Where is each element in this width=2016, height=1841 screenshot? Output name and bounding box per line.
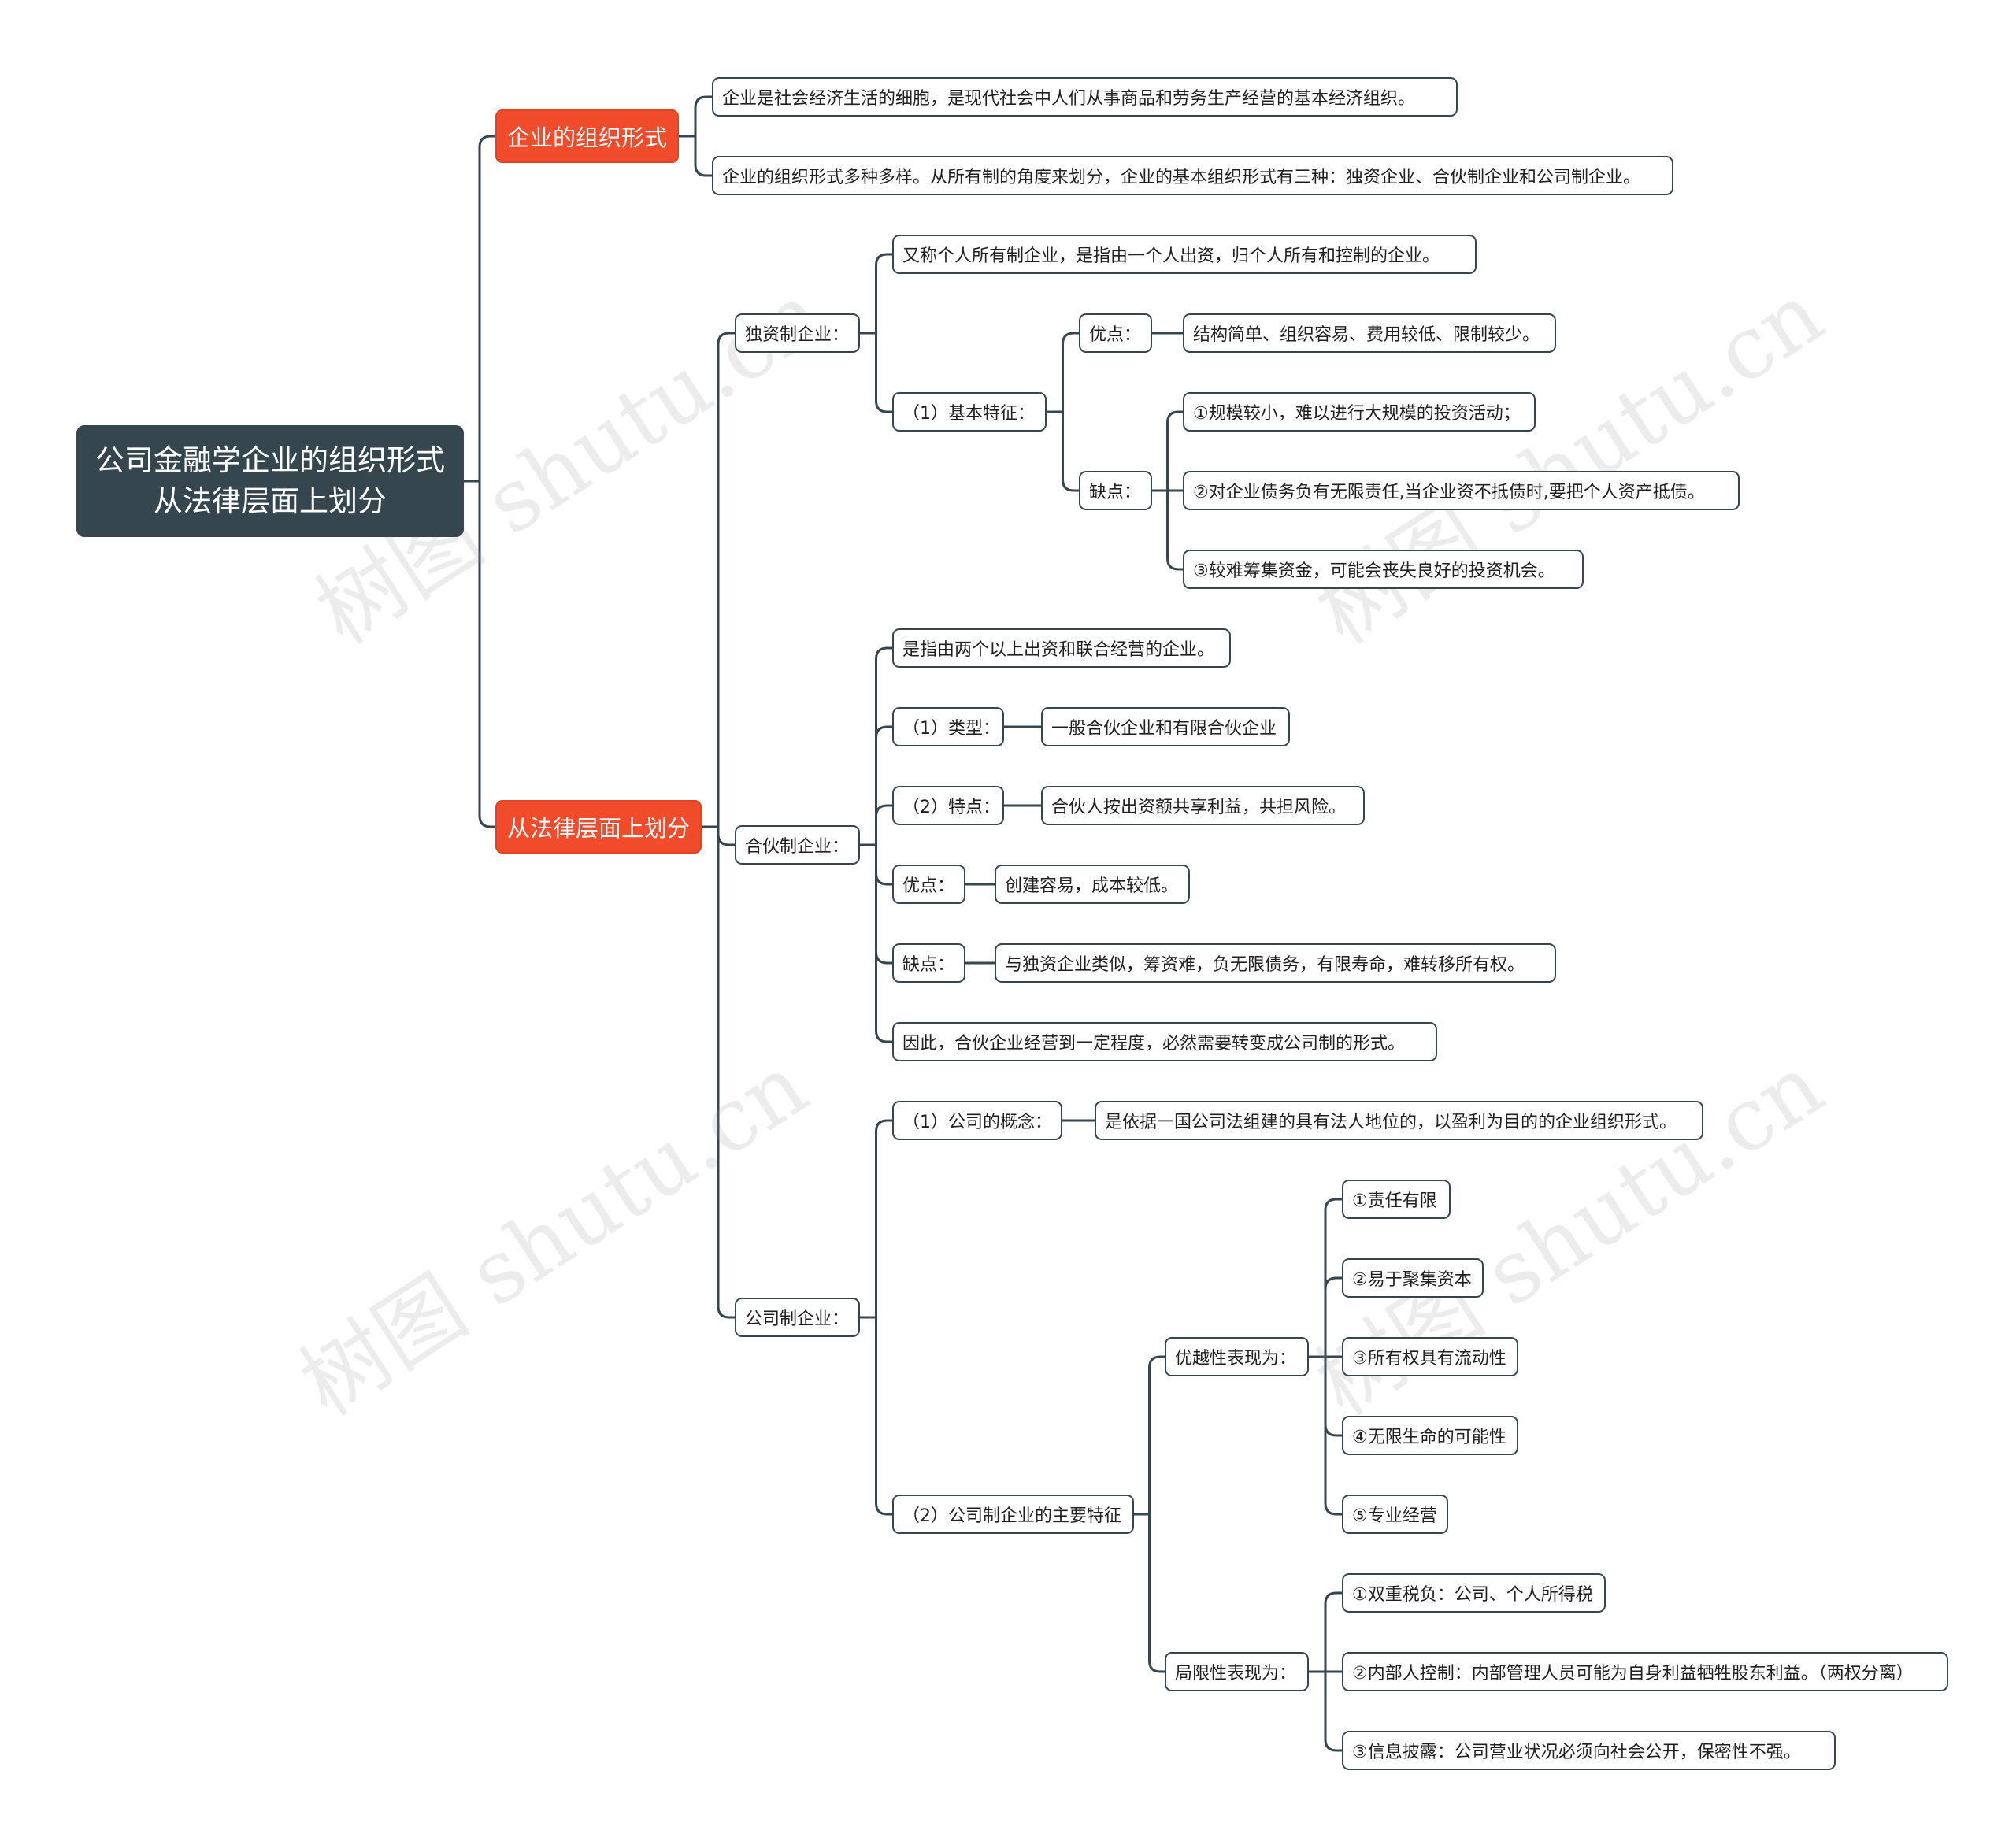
partnership-feature[interactable]: 合伙人按出资额共享利益，共担风险。 xyxy=(1041,786,1365,825)
org-form-item[interactable]: 企业是社会经济生活的细胞，是现代社会中人们从事商品和劳务生产经营的基本经济组织。 xyxy=(712,77,1458,117)
connector-line xyxy=(875,1119,892,1317)
corp-limitations-label[interactable]: 局限性表现为： xyxy=(1165,1652,1309,1691)
connector-line xyxy=(694,95,712,136)
corp-concept[interactable]: 是依据一国公司法组建的具有法人地位的，以盈利为目的的企业组织形式。 xyxy=(1095,1101,1703,1140)
connector-line xyxy=(1324,1672,1342,1752)
sole-pros[interactable]: 结构简单、组织容易、费用较低、限制较少。 xyxy=(1183,313,1556,353)
org-form-item[interactable]: 企业的组织形式多种多样。从所有制的角度来划分，企业的基本组织形式有三种：独资企业… xyxy=(712,156,1673,195)
partnership-cons[interactable]: 与独资企业类似，筹资难，负无限债务，有限寿命，难转移所有权。 xyxy=(995,943,1556,983)
branch-org-form[interactable]: 企业的组织形式 xyxy=(495,109,679,163)
corp-advantage-item[interactable]: ②易于聚集资本 xyxy=(1342,1258,1484,1298)
connector-line xyxy=(1166,410,1183,491)
sole-basic-features[interactable]: （1）基本特征： xyxy=(892,392,1047,432)
connector-line xyxy=(1148,1355,1165,1514)
connector-line xyxy=(1062,332,1079,412)
sole-definition[interactable]: 又称个人所有制企业，是指由一个人出资，归个人所有和控制的企业。 xyxy=(892,235,1477,274)
corp-advantage-item[interactable]: ④无限生命的可能性 xyxy=(1342,1416,1518,1455)
connector-line xyxy=(717,827,735,1319)
connector-line xyxy=(1062,412,1079,492)
connector-line xyxy=(875,333,892,413)
sole-proprietorship[interactable]: 独资制企业： xyxy=(735,313,860,353)
connector-line xyxy=(1166,491,1183,571)
connector-line xyxy=(478,481,495,828)
connector-line xyxy=(875,845,892,1043)
connector-line xyxy=(1324,1276,1342,1357)
corp-advantage-item[interactable]: ③所有权具有流动性 xyxy=(1342,1337,1518,1376)
connector-line xyxy=(875,725,892,845)
partnership-definition[interactable]: 是指由两个以上出资和联合经营的企业。 xyxy=(892,628,1231,668)
connector-line xyxy=(1324,1591,1342,1672)
connector-line xyxy=(875,804,892,845)
connector-line xyxy=(875,1317,892,1516)
connector-line xyxy=(875,646,892,845)
connector-line xyxy=(478,135,495,481)
connector-line xyxy=(875,845,892,886)
sole-con-item[interactable]: ②对企业债务负有无限责任,当企业资不抵债时,要把个人资产抵债。 xyxy=(1183,471,1740,510)
connector-line xyxy=(1324,1198,1342,1357)
branch-legal-division[interactable]: 从法律层面上划分 xyxy=(495,800,702,854)
corp-main-features[interactable]: （2）公司制企业的主要特征 xyxy=(892,1495,1134,1534)
root-topic[interactable]: 公司金融学企业的组织形式从法律层面上划分 xyxy=(76,425,464,537)
corp-advantage-item[interactable]: ①责任有限 xyxy=(1342,1180,1451,1219)
sole-con-item[interactable]: ③较难筹集资金，可能会丧失良好的投资机会。 xyxy=(1183,550,1584,589)
connector-line xyxy=(694,136,712,177)
corp-limitation-item[interactable]: ③信息披露：公司营业状况必须向社会公开，保密性不强。 xyxy=(1342,1731,1836,1770)
sole-pros-label[interactable]: 优点： xyxy=(1079,313,1152,353)
corp-concept-label[interactable]: （1）公司的概念： xyxy=(892,1101,1062,1140)
partnership-conclusion[interactable]: 因此，合伙企业经营到一定程度，必然需要转变成公司制的形式。 xyxy=(892,1022,1437,1061)
partnership-type-label[interactable]: （1）类型： xyxy=(892,707,1004,746)
connector-line xyxy=(717,827,735,846)
corp-advantage-item[interactable]: ⑤专业经营 xyxy=(1342,1495,1448,1534)
corporation[interactable]: 公司制企业： xyxy=(735,1298,860,1337)
connector-line xyxy=(1324,1357,1342,1437)
partnership-cons-label[interactable]: 缺点： xyxy=(892,943,965,983)
connector-line xyxy=(1148,1514,1165,1673)
partnership-pros-label[interactable]: 优点： xyxy=(892,865,965,904)
partnership[interactable]: 合伙制企业： xyxy=(735,825,860,865)
sole-cons-label[interactable]: 缺点： xyxy=(1079,471,1152,510)
connector-line xyxy=(875,253,892,333)
partnership-pros[interactable]: 创建容易，成本较低。 xyxy=(995,865,1190,904)
sole-con-item[interactable]: ①规模较小，难以进行大规模的投资活动； xyxy=(1183,392,1536,432)
connector-line xyxy=(875,845,892,965)
corp-limitation-item[interactable]: ②内部人控制：内部管理人员可能为自身利益牺牲股东利益。（两权分离） xyxy=(1342,1652,1948,1691)
connector-line xyxy=(717,332,735,827)
connector-line xyxy=(1324,1357,1342,1516)
corp-advantages-label[interactable]: 优越性表现为： xyxy=(1165,1337,1309,1376)
partnership-type[interactable]: 一般合伙企业和有限合伙企业 xyxy=(1041,707,1290,746)
corp-limitation-item[interactable]: ①双重税负：公司、个人所得税 xyxy=(1342,1573,1606,1613)
partnership-feature-label[interactable]: （2）特点： xyxy=(892,786,1004,825)
